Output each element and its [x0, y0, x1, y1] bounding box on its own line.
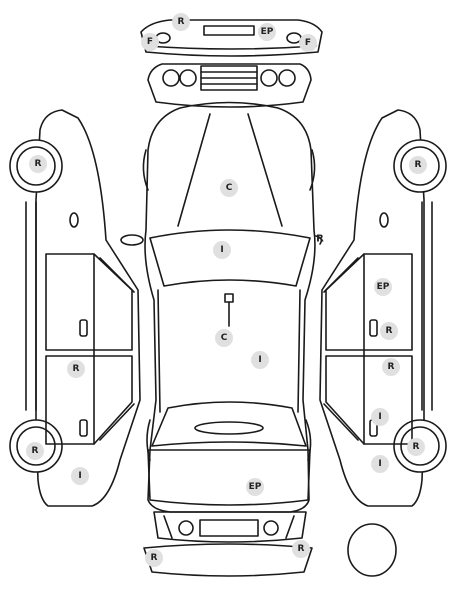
damage-marker[interactable]: R: [316, 234, 324, 245]
svg-text:R: R: [32, 446, 39, 456]
front-bumper[interactable]: [140, 19, 323, 57]
svg-text:C: C: [226, 183, 233, 193]
svg-text:C: C: [221, 333, 228, 343]
svg-text:R: R: [413, 442, 420, 452]
damage-marker[interactable]: F: [299, 34, 317, 52]
svg-text:R: R: [35, 159, 42, 169]
damage-marker[interactable]: R: [67, 360, 85, 378]
damage-marker[interactable]: F: [141, 33, 159, 51]
damage-marker[interactable]: EP: [258, 23, 276, 41]
damage-marker[interactable]: I: [251, 351, 269, 369]
svg-text:R: R: [415, 160, 422, 170]
svg-text:R: R: [388, 362, 395, 372]
svg-text:F: F: [305, 38, 311, 48]
damage-marker[interactable]: R: [409, 156, 427, 174]
damage-marker[interactable]: R: [145, 549, 163, 567]
damage-marker[interactable]: R: [29, 155, 47, 173]
damage-marker[interactable]: R: [382, 358, 400, 376]
svg-text:R: R: [151, 553, 158, 563]
damage-marker[interactable]: EP: [246, 478, 264, 496]
damage-marker[interactable]: C: [215, 329, 233, 347]
damage-marker[interactable]: I: [71, 467, 89, 485]
damage-marker[interactable]: R: [26, 442, 44, 460]
svg-text:I: I: [258, 355, 261, 365]
spare-wheel[interactable]: [347, 523, 397, 577]
svg-text:EP: EP: [261, 27, 274, 37]
rear-panel[interactable]: [153, 511, 307, 543]
svg-text:R: R: [178, 17, 185, 27]
svg-text:R: R: [298, 544, 305, 554]
damage-marker[interactable]: I: [371, 455, 389, 473]
svg-text:EP: EP: [377, 282, 390, 292]
svg-text:EP: EP: [249, 482, 262, 492]
svg-text:R: R: [73, 364, 80, 374]
damage-marker[interactable]: R: [172, 13, 190, 31]
car-right-side-view[interactable]: [319, 109, 447, 507]
rear-bumper[interactable]: [143, 543, 313, 577]
damage-marker[interactable]: EP: [374, 278, 392, 296]
svg-text:R: R: [316, 234, 324, 245]
damage-marker[interactable]: R: [292, 540, 310, 558]
damage-marker[interactable]: R: [407, 438, 425, 456]
svg-text:R: R: [386, 326, 393, 336]
svg-text:F: F: [147, 37, 153, 47]
damage-marker[interactable]: R: [380, 322, 398, 340]
damage-marker[interactable]: I: [213, 241, 231, 259]
svg-text:I: I: [378, 412, 381, 422]
damage-marker[interactable]: I: [371, 408, 389, 426]
car-left-side-view[interactable]: [9, 109, 141, 507]
damage-marker[interactable]: C: [220, 179, 238, 197]
svg-text:I: I: [78, 471, 81, 481]
front-grille[interactable]: [147, 63, 312, 108]
car-body-top-view[interactable]: [120, 101, 323, 513]
svg-text:I: I: [220, 245, 223, 255]
svg-text:I: I: [378, 459, 381, 469]
